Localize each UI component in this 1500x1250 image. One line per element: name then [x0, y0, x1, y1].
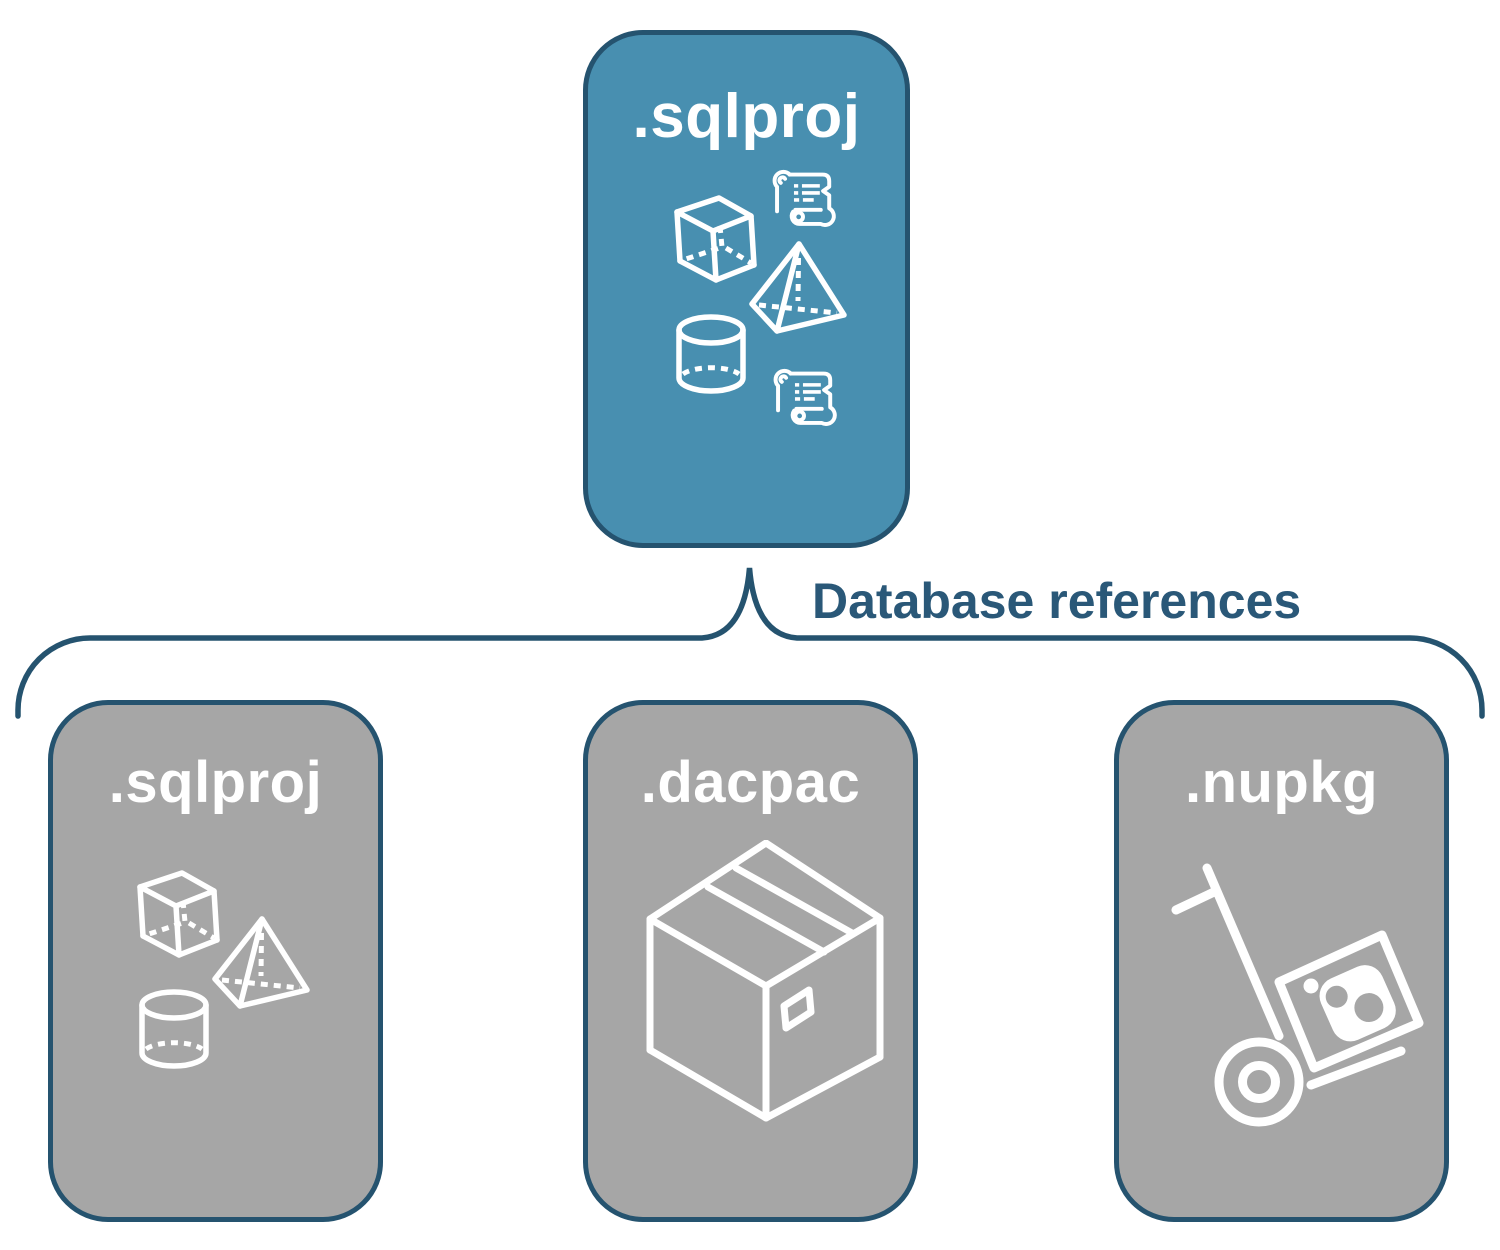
toe-plate — [1306, 1046, 1406, 1090]
node-sqlproj-root: .sqlproj — [583, 30, 910, 548]
node-label: .sqlproj — [108, 750, 323, 815]
sql-objects-icon — [131, 840, 331, 1106]
package-outline — [1274, 930, 1424, 1073]
nuget-hand-truck-icon — [1171, 863, 1424, 1127]
nuget-logo — [1319, 965, 1396, 1042]
connector-label: Database references — [812, 573, 1302, 629]
nuget-dot — [1303, 978, 1319, 994]
sql-script-scroll-icon — [772, 169, 836, 227]
sql-objects-icon — [668, 169, 868, 426]
package-box-icon — [646, 840, 884, 1122]
cube-icon — [677, 198, 754, 280]
database-cylinder-icon — [679, 317, 743, 391]
database-cylinder-icon — [142, 992, 206, 1066]
sql-script-scroll-icon — [773, 368, 837, 426]
wheel-hub — [1238, 1061, 1280, 1103]
node-dacpac: .dacpac — [583, 700, 918, 1222]
node-label: .dacpac — [640, 750, 861, 815]
node-label: .nupkg — [1184, 750, 1379, 815]
pyramid-icon — [752, 244, 844, 331]
pyramid-icon — [215, 919, 307, 1006]
node-label: .sqlproj — [632, 82, 861, 151]
wheel-outer — [1214, 1037, 1304, 1127]
cube-icon — [140, 873, 217, 955]
handle-bar — [1171, 887, 1219, 915]
truck-rail — [1202, 863, 1284, 1041]
node-sqlproj-child: .sqlproj — [48, 700, 383, 1222]
node-nupkg: .nupkg — [1114, 700, 1449, 1222]
